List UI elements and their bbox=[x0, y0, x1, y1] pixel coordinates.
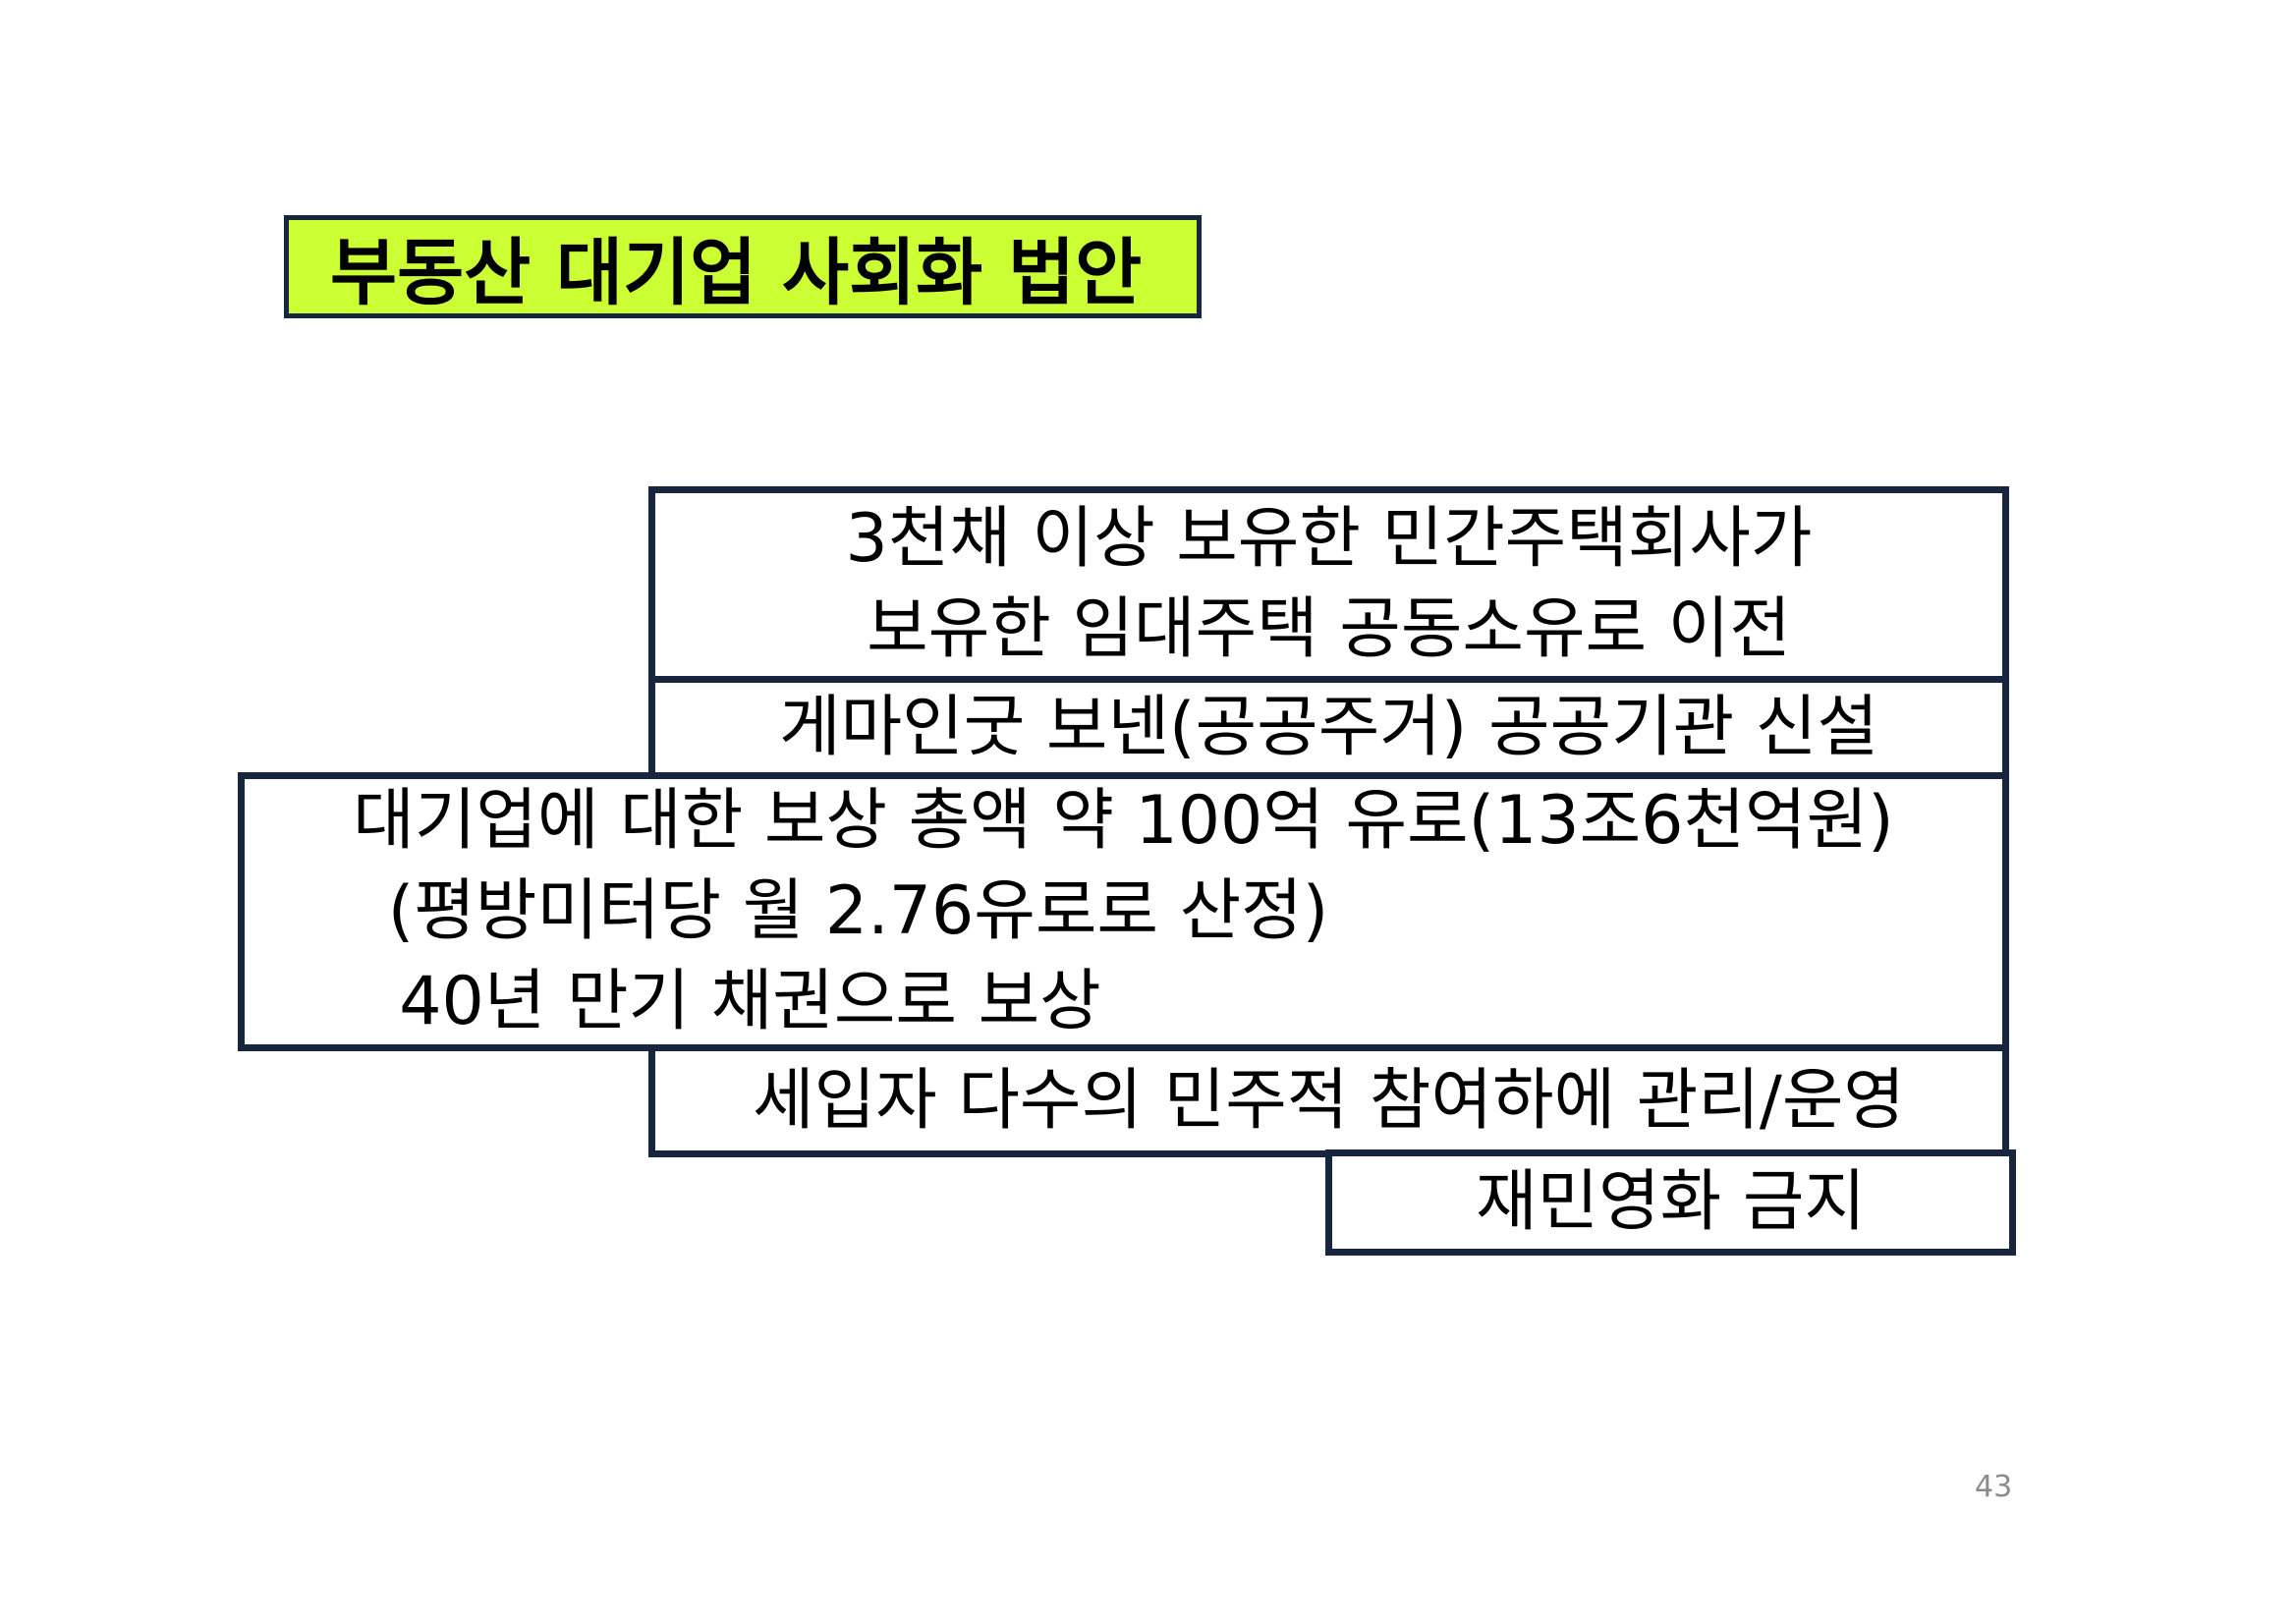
box-housing-transfer: 3천채 이상 보유한 민간주택회사가 보유한 임대주택 공동소유로 이전 bbox=[648, 486, 2009, 683]
box-line: 세입자 다수의 민주적 참여하에 관리/운영 bbox=[753, 1061, 1905, 1140]
slide-title-text: 부동산 대기업 사회화 법안 bbox=[330, 231, 1143, 315]
page-number: 43 bbox=[1975, 1470, 2013, 1504]
box-line: 대기업에 대한 보상 총액 약 100억 유로(13조6천억원) bbox=[353, 782, 1894, 860]
box-line: (평방미터당 월 2.76유로로 산정) bbox=[387, 872, 1329, 950]
box-line: 보유한 임대주택 공동소유로 이전 bbox=[867, 590, 1791, 668]
box-public-agency: 게마인굿 보넨(공공주거) 공공기관 신설 bbox=[648, 676, 2009, 780]
box-reprivatization-ban: 재민영화 금지 bbox=[1325, 1149, 2016, 1256]
box-line: 재민영화 금지 bbox=[1476, 1163, 1866, 1241]
box-compensation: 대기업에 대한 보상 총액 약 100억 유로(13조6천억원) (평방미터당 … bbox=[238, 772, 2009, 1051]
slide-title: 부동산 대기업 사회화 법안 bbox=[284, 215, 1202, 318]
box-tenant-management: 세입자 다수의 민주적 참여하에 관리/운영 bbox=[648, 1044, 2009, 1157]
box-line: 40년 만기 채권으로 보상 bbox=[399, 963, 1101, 1040]
box-line: 게마인굿 보넨(공공주거) 공공기관 신설 bbox=[779, 689, 1878, 766]
box-line: 3천채 이상 보유한 민간주택회사가 bbox=[845, 500, 1813, 578]
